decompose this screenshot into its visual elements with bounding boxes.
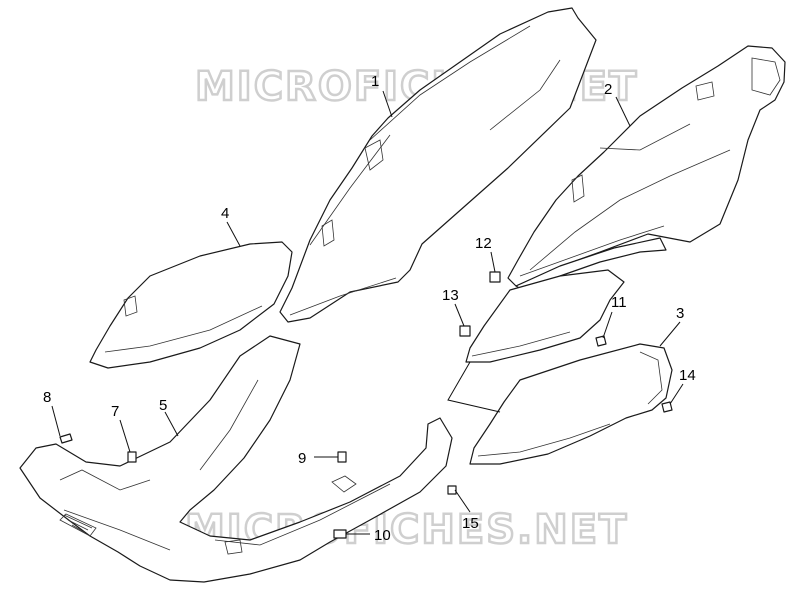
callout-labels: 1 2 3 4 5 7 8 9 10 11 12 13 14 15 <box>43 73 696 544</box>
callout-5: 4 <box>221 205 229 222</box>
callout-14: 15 <box>462 515 479 532</box>
middle-lower-panel <box>465 269 625 363</box>
screw-13-icon <box>661 401 673 413</box>
exploded-guide-lines <box>447 361 501 413</box>
callout-7: 7 <box>111 403 119 420</box>
fasteners <box>59 271 673 539</box>
callout-15: 13 <box>442 287 459 304</box>
screw-9-icon <box>337 451 347 463</box>
callout-4: 1 <box>371 73 379 90</box>
callout-13: 14 <box>679 367 696 384</box>
clip-10-icon <box>333 529 347 539</box>
leader-lines <box>51 90 684 535</box>
screw-14-icon <box>447 485 457 495</box>
screw-8-icon <box>59 433 73 444</box>
screw-7-icon <box>127 451 137 463</box>
clip-12-icon <box>489 271 501 283</box>
callout-11: 11 <box>611 294 627 311</box>
callout-2: 2 <box>604 81 612 98</box>
callout-9: 9 <box>298 450 306 467</box>
callout-10: 10 <box>374 527 391 544</box>
callout-12: 12 <box>475 235 492 252</box>
callout-8: 8 <box>43 389 51 406</box>
part-1-floor-panel <box>19 335 453 583</box>
clip-15-icon <box>459 325 471 337</box>
part-5-front-panel <box>89 241 293 369</box>
part-4-side-panel <box>279 7 597 323</box>
callout-3: 3 <box>676 305 684 322</box>
screw-11-icon <box>595 335 607 347</box>
callout-1: 5 <box>159 397 167 414</box>
part-3-lower-panel <box>469 343 673 465</box>
